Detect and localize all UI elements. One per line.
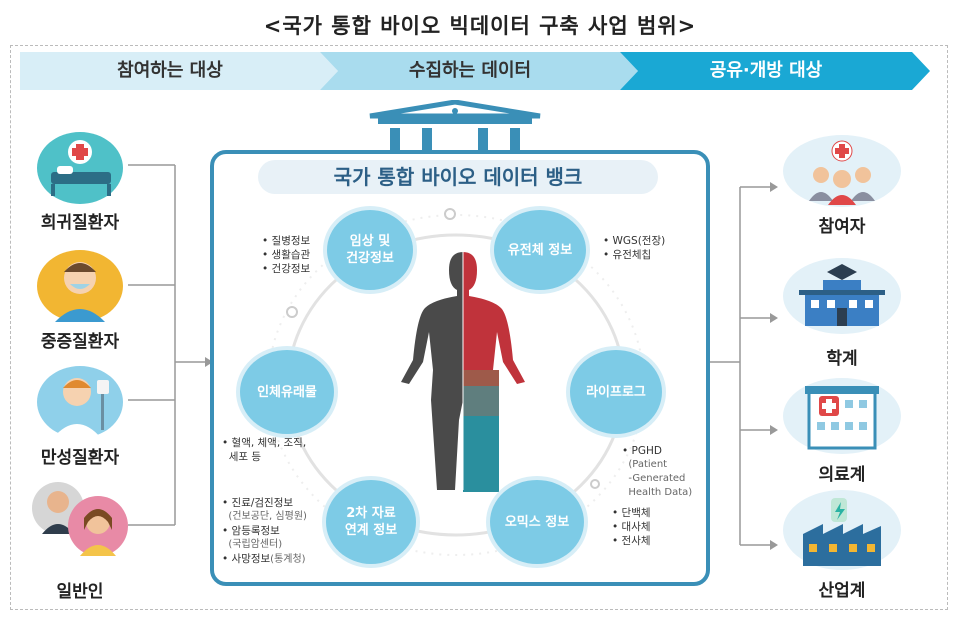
participant-label-severe: 중증질환자 xyxy=(40,332,120,352)
stage-2-arrow xyxy=(320,52,638,90)
secondary-bullets: • 진료/검진정보 (건보공단, 심평원) • 암등록정보 (국립암센터) • … xyxy=(222,496,307,567)
stage-2-label: 수집하는 데이터 xyxy=(408,60,532,81)
list-item: • WGS(전장) xyxy=(603,235,666,247)
bubble-biospecimen-label: 인체유래물 xyxy=(257,384,317,400)
bubble-biospecimen: 인체유래물 xyxy=(240,350,334,434)
list-item: • PGHD xyxy=(622,445,662,457)
stage-1-arrow xyxy=(20,52,338,90)
bubble-omics-label: 오믹스 정보 xyxy=(504,514,570,530)
participant-label-chronic: 만성질환자 xyxy=(40,448,120,468)
bank-building-icon xyxy=(369,100,541,150)
stage-header xyxy=(20,52,930,90)
list-item: • 단백체 xyxy=(612,507,651,519)
industry-icon xyxy=(783,490,901,570)
target-label-participants: 참여자 xyxy=(818,217,866,237)
omics-bullets: • 단백체 • 대사체 • 전사체 xyxy=(612,506,651,548)
participant-label-general: 일반인 xyxy=(56,582,104,602)
academia-icon xyxy=(783,258,901,334)
page-title: <국가 통합 바이오 빅데이터 구축 사업 범위> xyxy=(263,14,697,38)
bubble-genome-label: 유전체 정보 xyxy=(507,242,573,258)
list-item: • 진료/검진정보 xyxy=(222,497,294,509)
list-item: • 생활습관 xyxy=(262,249,311,261)
list-item: (Patient xyxy=(628,459,668,470)
general-public-icon xyxy=(30,478,130,564)
bank-title: 국가 통합 바이오 데이터 뱅크 xyxy=(333,165,583,189)
list-item: Health Data) xyxy=(628,487,693,498)
bubble-omics: 오믹스 정보 xyxy=(490,480,584,564)
bubble-clinical-label: 임상 및 건강정보 xyxy=(346,234,394,266)
biospecimen-bullets: • 혈액, 체액, 조직, 세포 등 xyxy=(222,436,306,464)
stage-3-arrow xyxy=(620,52,930,90)
participant-label-rare: 희귀질환자 xyxy=(40,213,120,233)
list-item: • 질병정보 xyxy=(262,235,311,247)
list-item: • 건강정보 xyxy=(262,263,311,275)
list-item: • 대사체 xyxy=(612,521,651,533)
target-label-medical: 의료계 xyxy=(818,465,866,485)
list-item: • 혈액, 체액, 조직, xyxy=(222,437,307,449)
rare-disease-patient-icon xyxy=(37,132,123,204)
bubble-secondary-label: 2차 자료 연계 정보 xyxy=(344,506,398,538)
list-item: • 사망정보(통계청) xyxy=(222,553,306,565)
target-label-industry: 산업계 xyxy=(818,581,866,601)
target-label-academia: 학계 xyxy=(826,349,858,369)
human-body-icon xyxy=(401,252,525,492)
list-item: -Generated xyxy=(628,473,686,484)
list-item: (건보공단, 심평원) xyxy=(228,511,307,522)
chronic-patient-icon xyxy=(37,366,123,438)
lifelog-bullets: • PGHD (Patient -Generated Health Data) xyxy=(622,444,692,500)
stage-1-label: 참여하는 대상 xyxy=(117,60,223,81)
bubble-secondary: 2차 자료 연계 정보 xyxy=(326,480,416,564)
list-item: • 암등록정보 xyxy=(222,525,280,537)
list-item: (국립암센터) xyxy=(228,539,283,550)
list-item: • 전사체 xyxy=(612,535,651,547)
list-item: 세포 등 xyxy=(228,451,262,463)
clinical-bullets: • 질병정보 • 생활습관 • 건강정보 xyxy=(262,234,310,276)
severe-patient-icon xyxy=(37,250,123,322)
bank-title-bar xyxy=(258,160,658,194)
participant-group-icon xyxy=(783,135,901,207)
genome-bullets: • WGS(전장) • 유전체칩 xyxy=(603,234,665,262)
list-item: • 유전체칩 xyxy=(603,249,652,261)
bubble-lifelog: 라이프로그 xyxy=(570,350,662,434)
bubble-lifelog-label: 라이프로그 xyxy=(586,384,646,400)
stage-3-label: 공유·개방 대상 xyxy=(709,60,823,81)
bubble-genome: 유전체 정보 xyxy=(494,210,586,290)
diagram-frame xyxy=(10,45,948,610)
bubble-clinical: 임상 및 건강정보 xyxy=(327,210,413,290)
hospital-icon xyxy=(783,378,901,454)
